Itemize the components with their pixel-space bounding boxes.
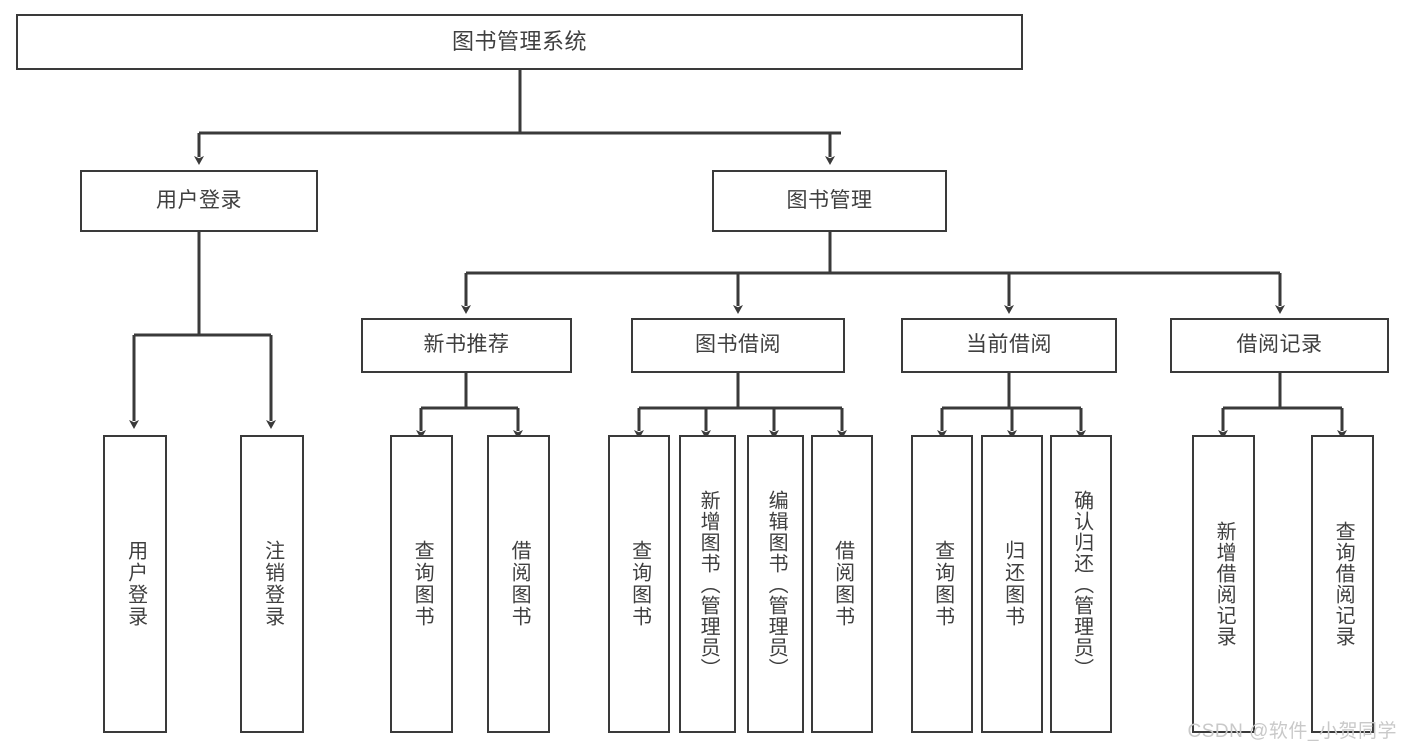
leaf-borrow-record-add-record[interactable]: 新增借阅记录 bbox=[1192, 435, 1255, 733]
node-user-login[interactable]: 用户登录 bbox=[80, 170, 318, 232]
node-root-book-management-system[interactable]: 图书管理系统 bbox=[16, 14, 1023, 70]
node-label: 查询图书 bbox=[628, 540, 651, 628]
node-label: 图书管理系统 bbox=[451, 29, 587, 55]
node-label: 新增借阅记录 bbox=[1213, 521, 1236, 647]
leaf-current-borrow-confirm-return-admin[interactable]: 确认归还（管理员） bbox=[1050, 435, 1112, 733]
leaf-book-borrow-query-book[interactable]: 查询图书 bbox=[608, 435, 670, 733]
node-label: 当前借阅 bbox=[966, 333, 1052, 357]
node-borrow-record[interactable]: 借阅记录 bbox=[1170, 318, 1389, 373]
node-book-management[interactable]: 图书管理 bbox=[712, 170, 947, 232]
node-label: 图书管理 bbox=[786, 188, 873, 212]
node-label: 新增图书（管理员） bbox=[697, 489, 720, 679]
node-book-borrow[interactable]: 图书借阅 bbox=[631, 318, 845, 373]
node-label: 归还图书 bbox=[1001, 540, 1024, 628]
leaf-user-login-logout[interactable]: 注销登录 bbox=[240, 435, 304, 733]
node-label: 用户登录 bbox=[156, 188, 242, 212]
watermark-text: CSDN @软件_小贺同学 bbox=[1187, 721, 1397, 742]
node-label: 编辑图书（管理员） bbox=[765, 489, 788, 679]
leaf-book-borrow-borrow-book[interactable]: 借阅图书 bbox=[811, 435, 873, 733]
leaf-user-login-login[interactable]: 用户登录 bbox=[103, 435, 167, 733]
node-label: 查询图书 bbox=[931, 540, 954, 628]
node-label: 查询借阅记录 bbox=[1332, 521, 1355, 647]
node-current-borrow[interactable]: 当前借阅 bbox=[901, 318, 1117, 373]
leaf-borrow-record-query-record[interactable]: 查询借阅记录 bbox=[1311, 435, 1374, 733]
leaf-new-book-query-book[interactable]: 查询图书 bbox=[390, 435, 453, 733]
node-label: 借阅图书 bbox=[831, 540, 854, 628]
leaf-current-borrow-query-book[interactable]: 查询图书 bbox=[911, 435, 973, 733]
node-label: 注销登录 bbox=[261, 540, 284, 628]
leaf-new-book-borrow-book[interactable]: 借阅图书 bbox=[487, 435, 550, 733]
node-label: 用户登录 bbox=[124, 540, 147, 628]
node-label: 图书借阅 bbox=[695, 333, 781, 357]
leaf-book-borrow-edit-book-admin[interactable]: 编辑图书（管理员） bbox=[747, 435, 804, 733]
node-label: 新书推荐 bbox=[423, 333, 510, 357]
node-label: 确认归还（管理员） bbox=[1070, 489, 1093, 679]
node-new-book-recommend[interactable]: 新书推荐 bbox=[361, 318, 572, 373]
leaf-book-borrow-add-book-admin[interactable]: 新增图书（管理员） bbox=[679, 435, 736, 733]
node-label: 借阅图书 bbox=[508, 540, 531, 628]
node-label: 查询图书 bbox=[411, 540, 434, 628]
node-label: 借阅记录 bbox=[1236, 333, 1323, 357]
leaf-current-borrow-return-book[interactable]: 归还图书 bbox=[981, 435, 1043, 733]
